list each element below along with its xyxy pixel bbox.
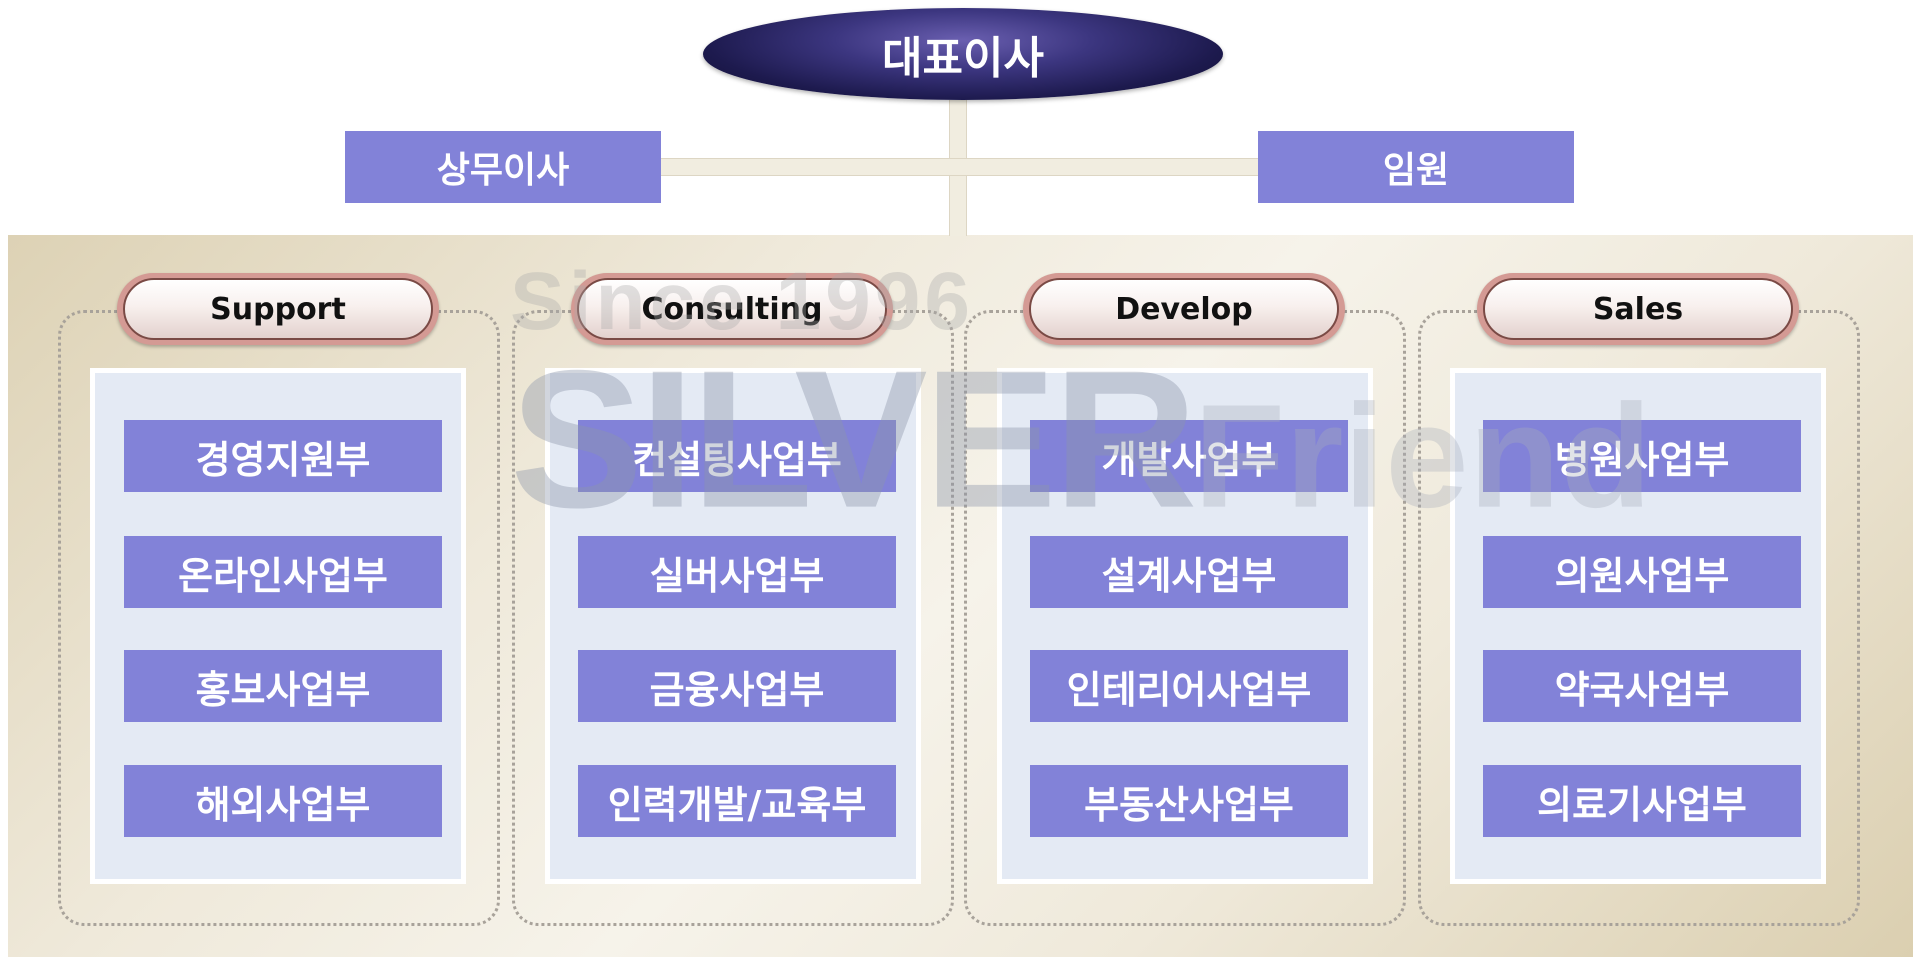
connector-horizontal: [660, 158, 1260, 176]
department-box: 의료기사업부: [1483, 765, 1801, 837]
division-header-consulting: Consulting: [571, 273, 893, 345]
department-box: 해외사업부: [124, 765, 442, 837]
department-label: 개발사업부: [1101, 437, 1277, 482]
department-label: 인력개발/교육부: [607, 782, 867, 827]
division-title: Support: [210, 291, 346, 327]
department-label: 부동산사업부: [1084, 782, 1294, 827]
department-label: 실버사업부: [649, 553, 825, 598]
division-title: Develop: [1115, 291, 1253, 327]
department-box: 경영지원부: [124, 420, 442, 492]
department-label: 온라인사업부: [178, 553, 388, 598]
department-box: 설계사업부: [1030, 536, 1348, 608]
ceo-node: 대표이사: [703, 8, 1223, 100]
department-label: 약국사업부: [1554, 667, 1730, 712]
division-header-develop: Develop: [1023, 273, 1345, 345]
department-box: 부동산사업부: [1030, 765, 1348, 837]
department-label: 병원사업부: [1554, 437, 1730, 482]
ceo-label: 대표이사: [882, 33, 1044, 84]
department-box: 인력개발/교육부: [578, 765, 896, 837]
department-label: 인테리어사업부: [1066, 667, 1312, 712]
department-box: 의원사업부: [1483, 536, 1801, 608]
division-title: Sales: [1592, 291, 1684, 327]
department-box: 온라인사업부: [124, 536, 442, 608]
department-box: 컨설팅사업부: [578, 420, 896, 492]
department-label: 해외사업부: [195, 782, 371, 827]
officer-node-left: 상무이사: [345, 131, 661, 203]
department-label: 경영지원부: [195, 437, 371, 482]
officer-label-right: 임원: [1382, 150, 1450, 191]
department-label: 설계사업부: [1101, 553, 1277, 598]
department-box: 개발사업부: [1030, 420, 1348, 492]
officer-node-right: 임원: [1258, 131, 1574, 203]
department-label: 의원사업부: [1554, 553, 1730, 598]
division-header-support: Support: [117, 273, 439, 345]
department-box: 홍보사업부: [124, 650, 442, 722]
department-box: 실버사업부: [578, 536, 896, 608]
department-label: 의료기사업부: [1537, 782, 1747, 827]
department-label: 컨설팅사업부: [632, 437, 842, 482]
officer-label-left: 상무이사: [436, 150, 570, 191]
division-title: Consulting: [641, 291, 823, 327]
department-box: 금융사업부: [578, 650, 896, 722]
division-header-sales: Sales: [1477, 273, 1799, 345]
department-label: 금융사업부: [649, 667, 825, 712]
department-label: 홍보사업부: [195, 667, 371, 712]
department-box: 병원사업부: [1483, 420, 1801, 492]
department-box: 인테리어사업부: [1030, 650, 1348, 722]
department-box: 약국사업부: [1483, 650, 1801, 722]
